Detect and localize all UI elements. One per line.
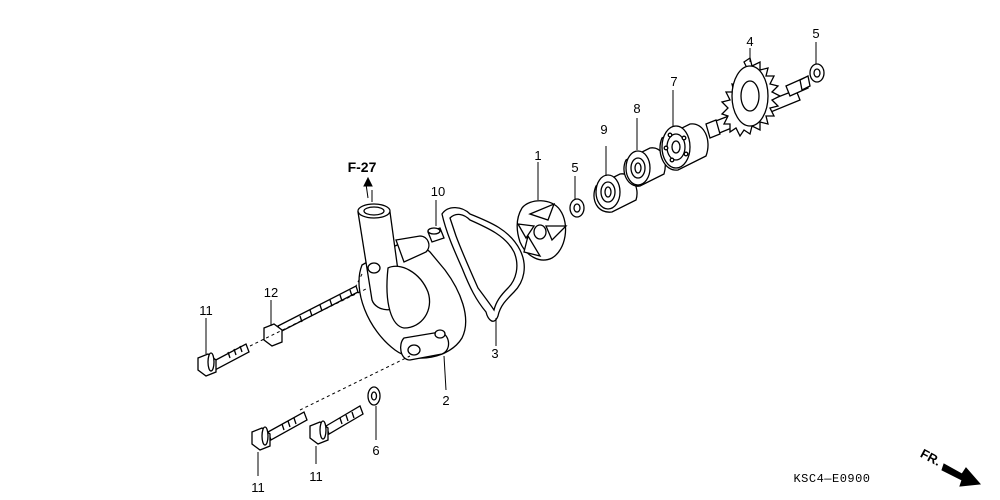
long-stud-bolt[interactable]: [263, 285, 359, 347]
callout-9: 9: [600, 122, 607, 137]
oil-seal[interactable]: [593, 173, 638, 213]
direction-arrow-icon: [941, 463, 982, 487]
callout-10: 10: [431, 184, 445, 199]
callout-11-bottom-left: 11: [251, 480, 265, 495]
reference-label: F-27: [348, 159, 377, 175]
flange-bolt-bottom-left[interactable]: [251, 411, 308, 451]
water-pump-cover[interactable]: [357, 203, 467, 361]
pump-shaft-gear[interactable]: [705, 56, 811, 139]
flange-bolt-bottom-middle[interactable]: [309, 405, 364, 445]
ball-bearing[interactable]: [659, 123, 709, 171]
callout-11-bottom-middle: 11: [309, 469, 323, 484]
mechanical-seal[interactable]: [623, 147, 666, 187]
callout-labels: 1 2 3 4 5 5 6 7 8 9 10 11 11 11 12: [199, 26, 819, 495]
leader-lines: [205, 42, 817, 476]
callout-5-upper: 5: [812, 26, 819, 41]
callout-2: 2: [442, 393, 449, 408]
callout-7: 7: [670, 74, 677, 89]
callout-8: 8: [633, 101, 640, 116]
callout-12: 12: [264, 285, 278, 300]
impeller[interactable]: [516, 200, 568, 261]
callout-6: 6: [372, 443, 379, 458]
washer-lower[interactable]: [569, 198, 585, 218]
flange-bolt-left[interactable]: [197, 343, 250, 377]
direction-label: FR.: [918, 446, 944, 469]
callout-3: 3: [491, 346, 498, 361]
sealing-washer[interactable]: [367, 386, 381, 406]
callout-4: 4: [746, 34, 753, 49]
callout-11-left: 11: [199, 303, 213, 318]
washer-upper[interactable]: [809, 63, 825, 83]
callout-1: 1: [534, 148, 541, 163]
callout-5-lower: 5: [571, 160, 578, 175]
dowel-pin[interactable]: [427, 227, 445, 243]
cover-gasket[interactable]: [441, 206, 525, 322]
part-code: KSC4—E0900: [793, 472, 870, 486]
reference-arrow: [363, 176, 373, 199]
front-direction-indicator: FR.: [918, 446, 982, 487]
